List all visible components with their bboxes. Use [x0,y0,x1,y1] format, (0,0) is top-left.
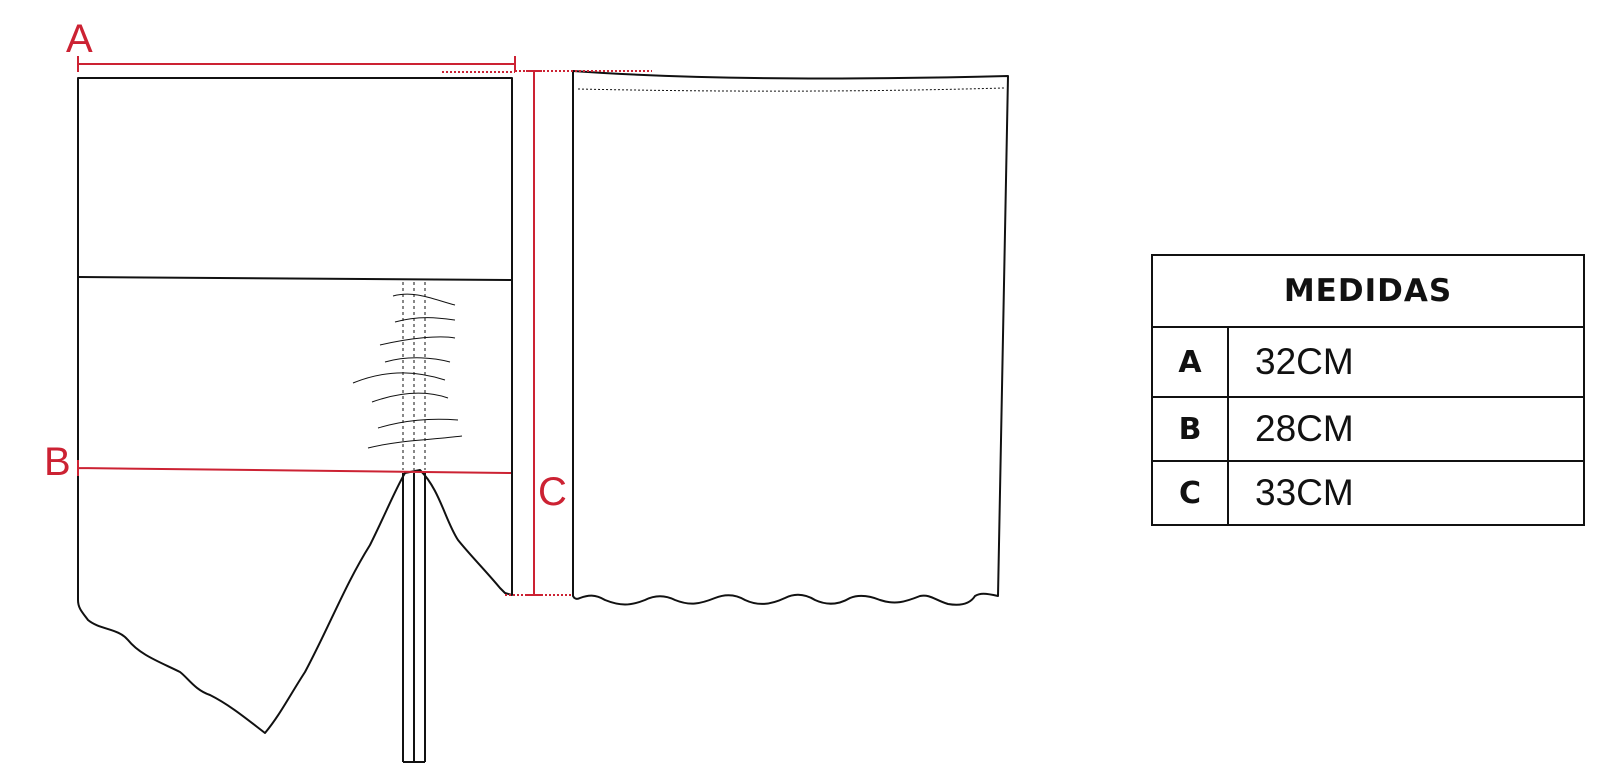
label-a: A [66,17,93,61]
row-value: 28CM [1227,396,1585,462]
table-row: A 32CM [1151,326,1585,398]
measure-line-c [526,70,542,596]
gather-lines [352,293,463,449]
row-value: 32CM [1227,326,1585,398]
back-view-sketch [572,70,1009,606]
table-row: B 28CM [1151,396,1585,462]
back-outline [572,70,1009,606]
table-row: C 33CM [1151,460,1585,526]
waistband-seam [77,276,513,281]
measure-line-a [77,56,516,72]
back-waist-stitching [577,87,1005,92]
row-key: C [1151,460,1229,526]
label-b: B [44,440,71,484]
front-view-sketch [77,77,513,763]
measure-line-b [77,460,512,476]
measure-line-c-guides [505,70,652,596]
measurements-table: MEDIDAS A 32CM B 28CM C 33CM [1151,254,1585,526]
drawstring-cord [402,473,426,763]
row-key: A [1151,326,1229,398]
measure-lines [77,56,652,596]
row-key: B [1151,396,1229,462]
front-outline [77,77,513,734]
label-c: C [538,470,567,514]
row-value: 33CM [1227,460,1585,526]
center-stitching [402,282,426,470]
table-title: MEDIDAS [1151,254,1585,328]
